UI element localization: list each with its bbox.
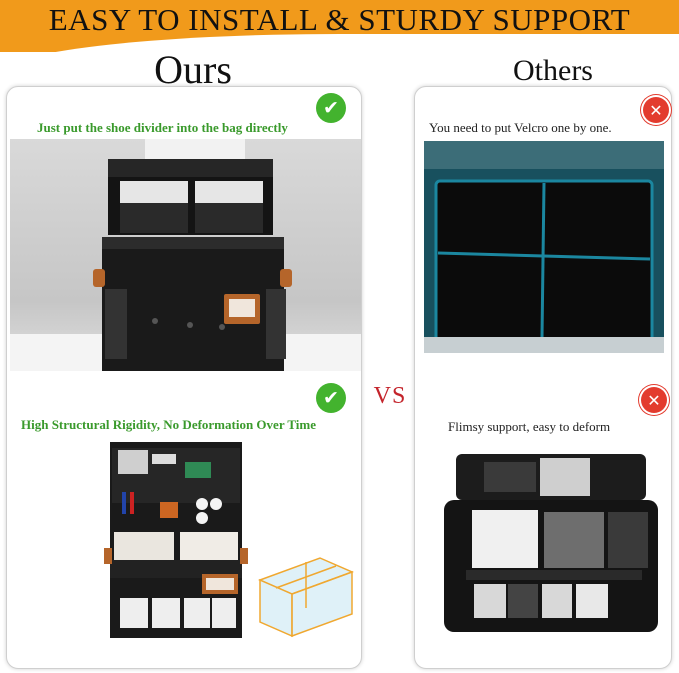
- ours-photo-divider-insert: [10, 139, 361, 371]
- others-photo-velcro: [424, 141, 664, 353]
- close-icon-2: ✕: [641, 387, 667, 413]
- close-icon: ✕: [643, 97, 669, 123]
- ours-photo-organized-bag: [90, 440, 360, 640]
- others-heading: Others: [513, 54, 593, 87]
- others-photo-flimsy-bag: [436, 452, 666, 636]
- others-caption-bottom: Flimsy support, easy to deform: [448, 419, 611, 434]
- check-icon-2: ✔: [316, 383, 346, 413]
- ours-caption-bottom: High Structural Rigidity, No Deformation…: [21, 417, 317, 432]
- banner-title: EASY TO INSTALL & STURDY SUPPORT: [48, 2, 631, 37]
- ours-caption-top: Just put the shoe divider into the bag d…: [37, 120, 288, 135]
- vs-label: VS: [373, 383, 407, 409]
- others-caption-top: You need to put Velcro one by one.: [429, 120, 612, 135]
- ours-heading: Ours: [154, 47, 232, 92]
- check-icon: ✔: [316, 93, 346, 123]
